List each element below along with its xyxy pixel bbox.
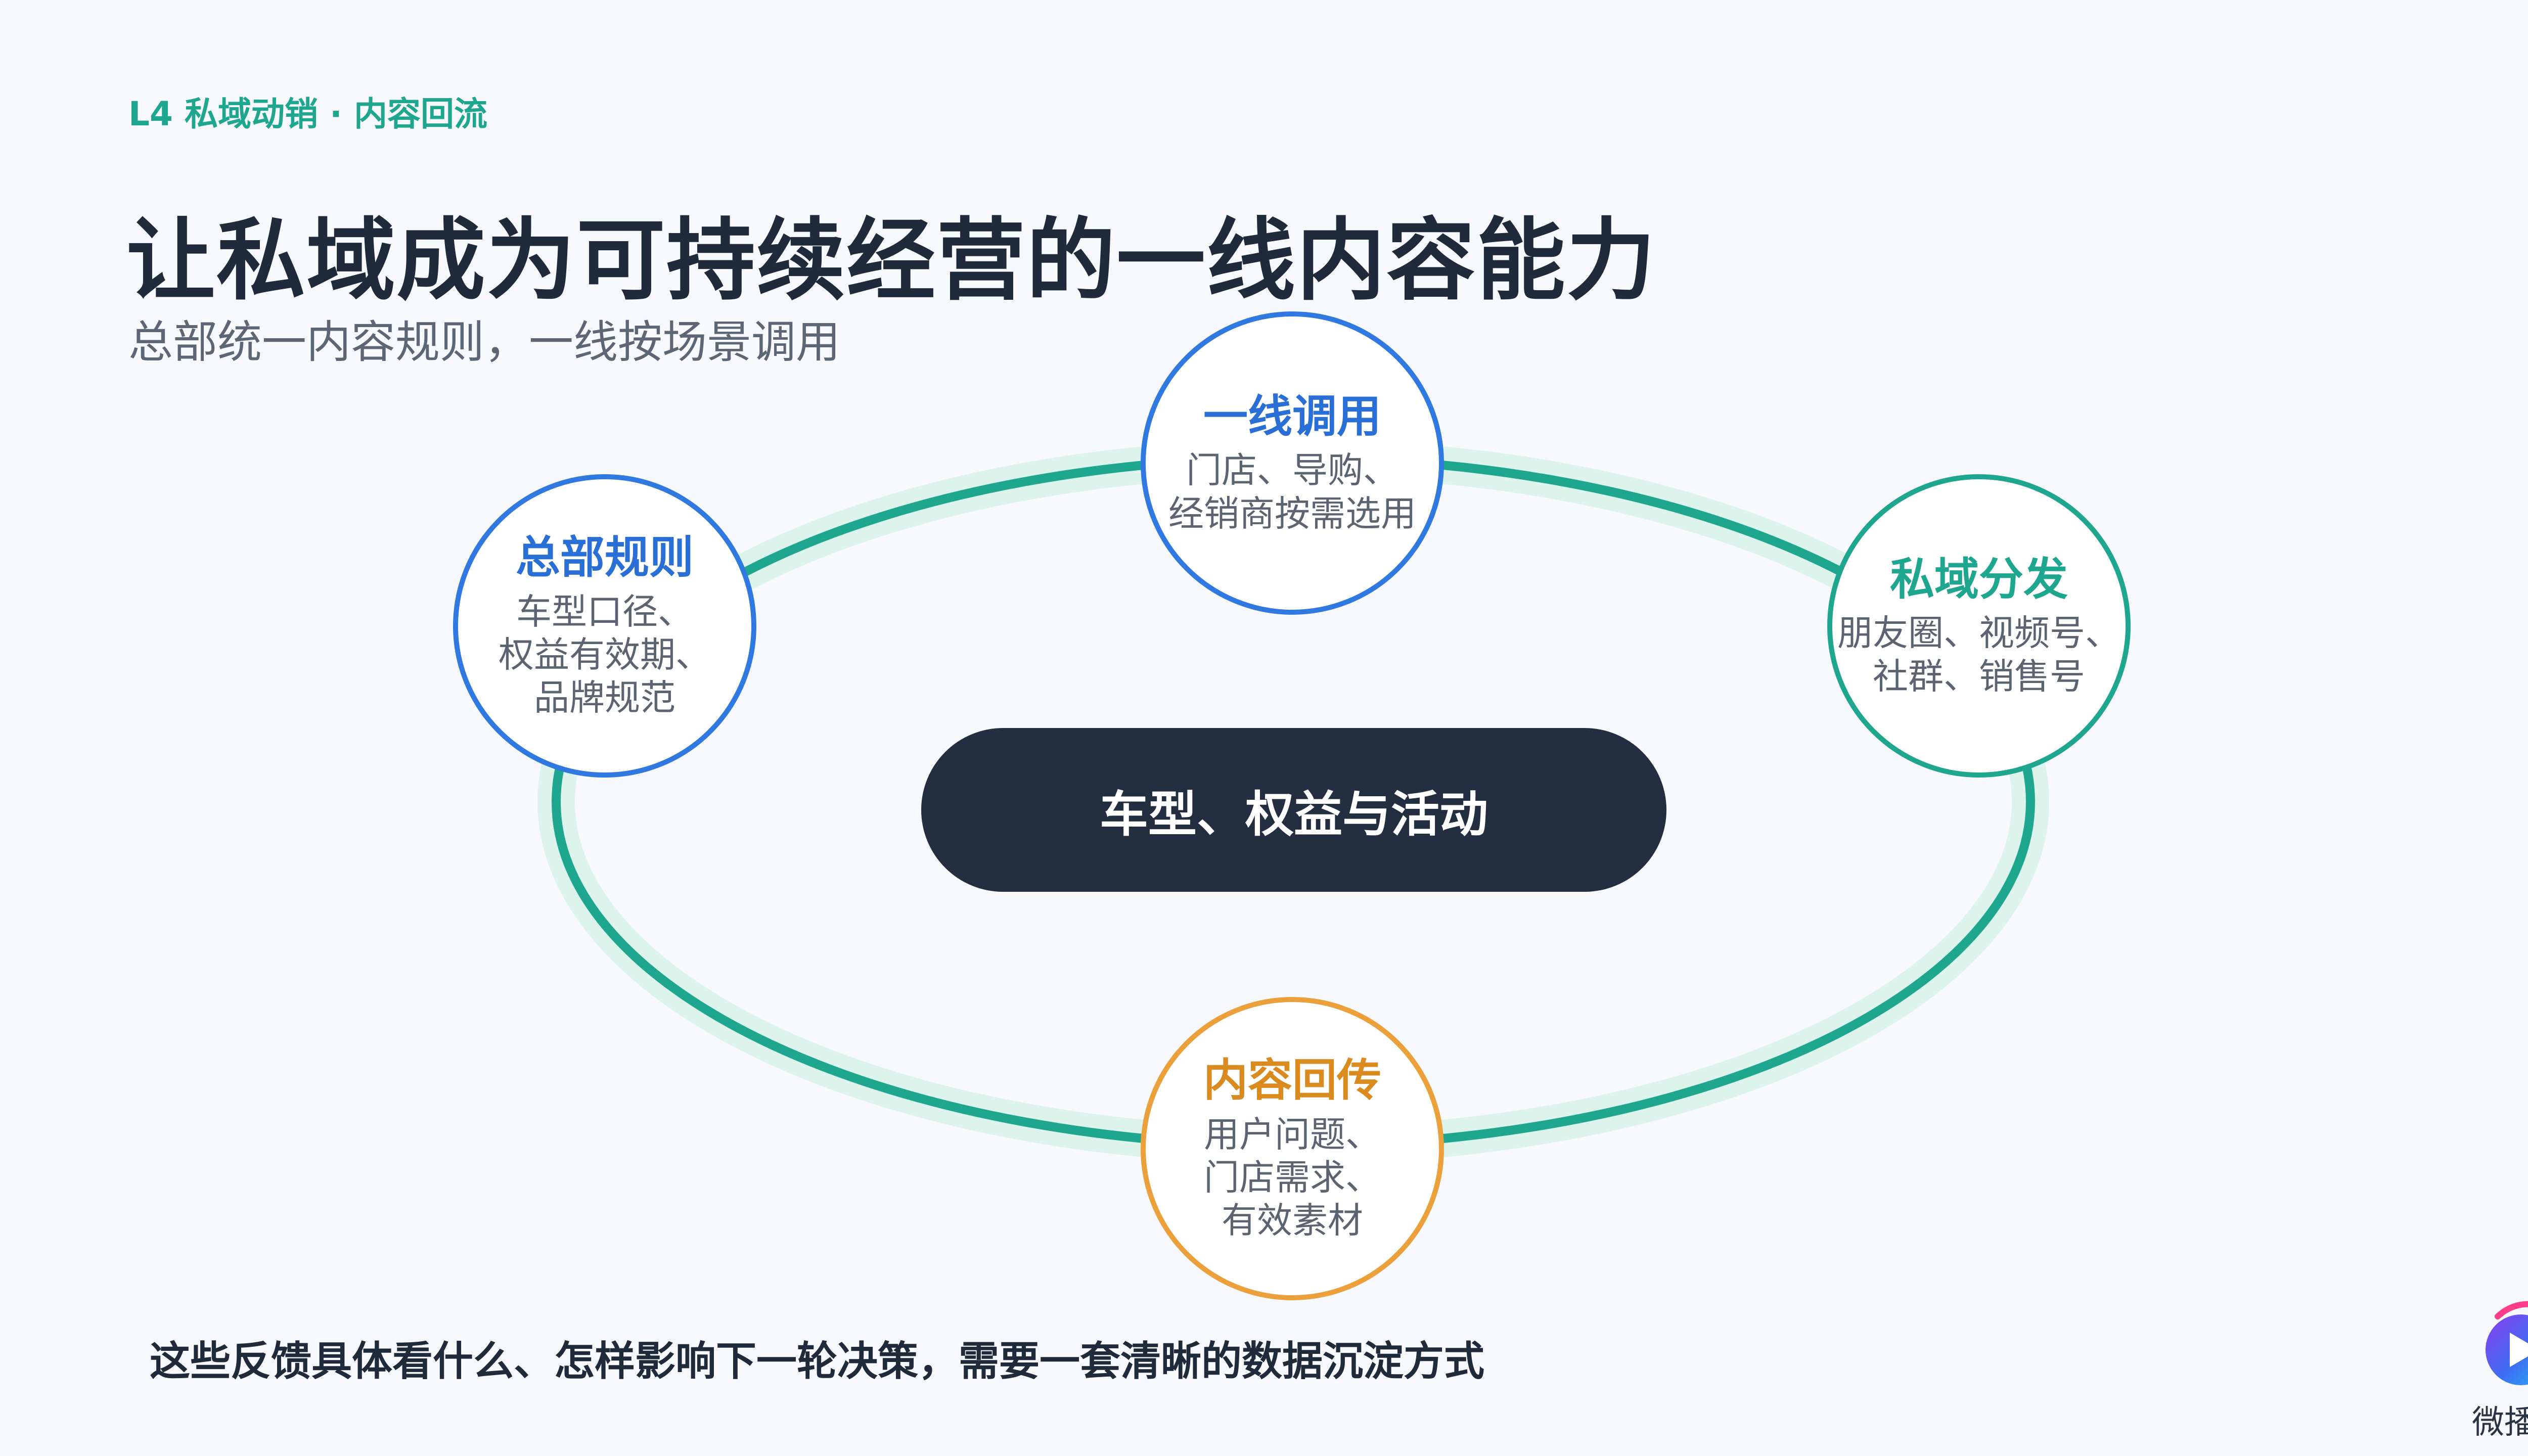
node-hq-rules-desc: 车型口径、 权益有效期、 品牌规范 [499,590,711,720]
node-content-feedback: 内容回传 用户问题、 门店需求、 有效素材 [1141,997,1444,1300]
node-hq-rules: 总部规则 车型口径、 权益有效期、 品牌规范 [453,474,756,778]
center-core: 车型、权益与活动 [921,728,1666,892]
node-hq-rules-line: 品牌规范 [534,677,675,719]
node-content-feedback-line: 有效素材 [1222,1200,1363,1242]
node-frontline-use-title: 一线调用 [1203,390,1381,443]
play-logo-icon [2486,1301,2528,1385]
section-eyebrow: L4 私域动销 · 内容回流 [128,95,487,133]
node-hq-rules-title: 总部规则 [515,531,694,584]
node-private-distribution-title: 私域分发 [1889,553,2068,606]
node-frontline-use: 一线调用 门店、导购、 经销商按需选用 [1141,311,1444,615]
brand-logo: 微播易 [2467,1293,2528,1443]
footer-note: 这些反馈具体看什么、怎样影响下一轮决策，需要一套清晰的数据沉淀方式 [150,1338,1484,1385]
node-content-feedback-line: 用户问题、 [1204,1113,1381,1155]
node-hq-rules-line: 权益有效期、 [499,633,711,675]
node-content-feedback-title: 内容回传 [1203,1054,1381,1107]
node-frontline-use-line: 门店、导购、 [1186,449,1398,491]
brand-name: 微播易 [2472,1404,2528,1441]
node-private-distribution: 私域分发 朋友圈、视频号、 社群、销售号 [1827,474,2131,778]
node-private-distribution-desc: 朋友圈、视频号、 社群、销售号 [1837,612,2120,698]
node-private-distribution-line: 朋友圈、视频号、 [1837,612,2120,654]
node-frontline-use-desc: 门店、导购、 经销商按需选用 [1168,449,1416,535]
slide-title: 让私域成为可持续经营的一线内容能力 [126,209,1657,312]
node-content-feedback-desc: 用户问题、 门店需求、 有效素材 [1204,1113,1381,1243]
node-hq-rules-line: 车型口径、 [516,590,693,632]
node-frontline-use-line: 经销商按需选用 [1168,492,1416,534]
node-private-distribution-line: 社群、销售号 [1873,655,2085,697]
slide-subtitle: 总部统一内容规则，一线按场景调用 [128,316,841,368]
node-content-feedback-line: 门店需求、 [1204,1156,1381,1198]
center-core-label: 车型、权益与活动 [1100,786,1488,843]
